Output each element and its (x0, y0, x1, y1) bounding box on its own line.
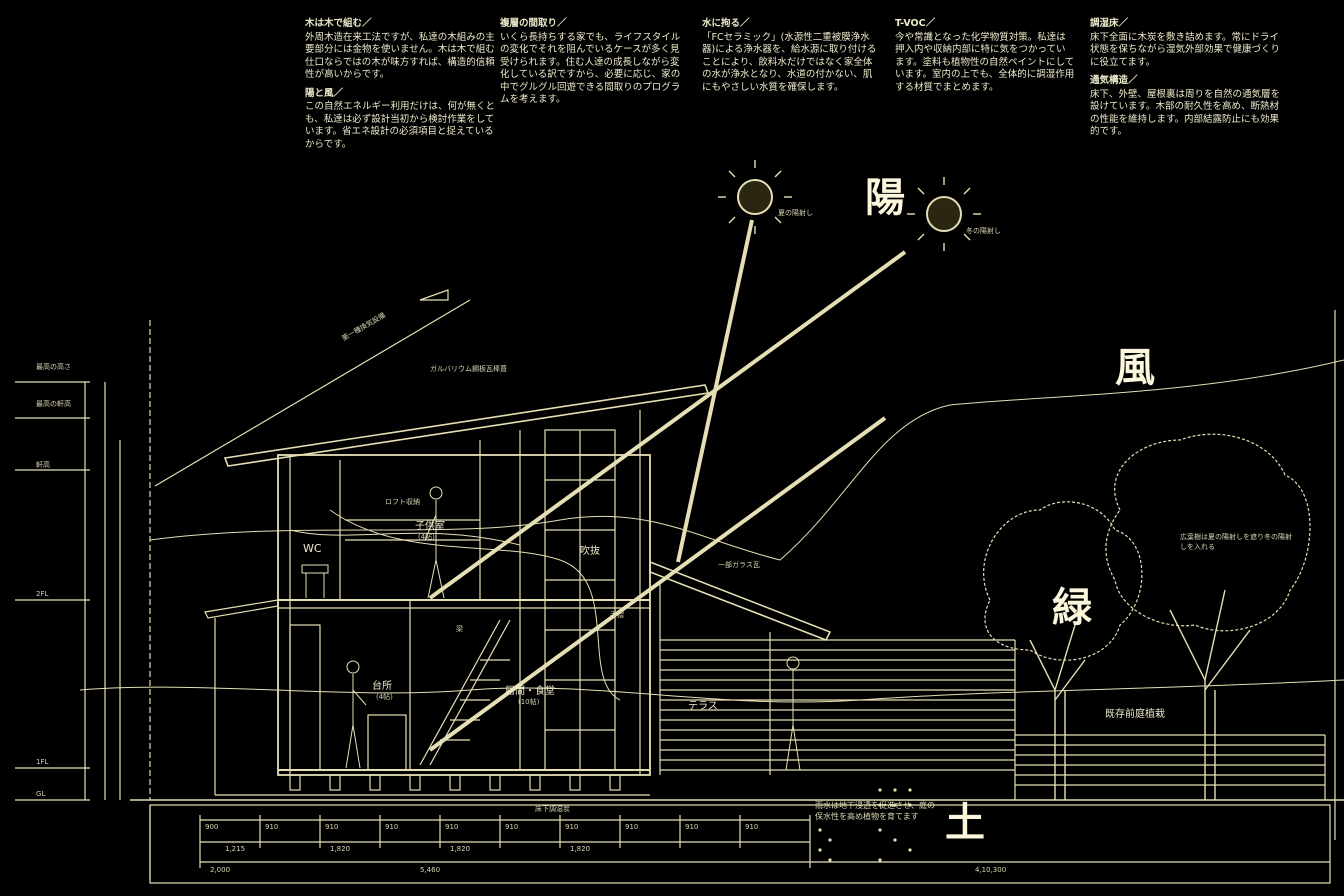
dim-mid-3: 1,820 (570, 845, 591, 853)
kanji-green: 緑 (1052, 584, 1092, 631)
note-wood-joinery: 木は木で組む／ 外周木造在来工法ですが、私達の木組みの主要部分には金物を使いませ… (305, 18, 495, 157)
note-heading: 木は木で組む／ (305, 18, 372, 29)
rain-dots (818, 788, 912, 862)
note-heading: 通気構造／ (1090, 75, 1138, 86)
kanji-sun: 陽 (865, 174, 905, 221)
dim-ticks (199, 815, 811, 868)
level-2fl: 2FL (36, 590, 49, 598)
glass-roof-note: 一部ガラス瓦 (718, 561, 760, 569)
winter-sun-icon (907, 177, 981, 251)
note-heading: 複層の間取り／ (500, 18, 567, 29)
room-kitchen: 台所 (372, 681, 392, 692)
dim-upper-3: 910 (385, 823, 399, 831)
room-kitchen-size: (4帖) (376, 693, 393, 701)
level-eave: 最高の軒高 (36, 400, 71, 408)
level-ridge: 最高の高さ (36, 363, 71, 371)
note-water: 水に拘る／ 「FCセラミック」(水源性二重被膜浄水器)による浄水器を、給水源に取… (702, 18, 877, 100)
summer-sun-label: 夏の陽射し (778, 209, 813, 217)
dim-lower-1: 5,460 (420, 866, 441, 874)
note-body: この自然エネルギー利用だけは、何が無くとも、私達は必ず設計当初から検討作業をして… (305, 101, 496, 150)
floor-joists (289, 774, 621, 791)
roof-finish-note: ガルバリウム鋼板瓦棒葺 (430, 365, 507, 373)
note-humidity-floor: 調湿床／ 床下全面に木炭を敷き詰めます。常にドライ状態を保ちながら湿気外部効果で… (1090, 18, 1280, 145)
hedge-label: 既存前庭植栽 (1105, 709, 1165, 720)
note-body: 床下、外壁、屋根裏は周りを自然の通気層を設けています。木部の耐久性を高め、断熱材… (1090, 88, 1281, 138)
level-roof: 軒高 (36, 461, 50, 469)
terrace-fence (660, 639, 1326, 800)
note-heading: 陽と風／ (305, 87, 344, 99)
annex-roof (204, 599, 279, 619)
note-body: いくら長持ちする家でも、ライフスタイルの変化でそれを阻んでいるケースが多く見受け… (500, 31, 681, 106)
rain-note: 雨水は地下浸透を促進させ、庭の保水性を高め植物を育てます (815, 801, 935, 821)
dim-mid-0: 1,215 (225, 845, 246, 853)
note-floor-plan: 複層の間取り／ いくら長持ちする家でも、ライフスタイルの変化でそれを阻んでいるケ… (500, 18, 685, 113)
tree-trunks (1029, 589, 1251, 800)
dim-upper-4: 910 (445, 823, 459, 831)
dim-upper-7: 910 (625, 823, 639, 831)
dim-lower-2: 4,10,300 (975, 866, 1007, 874)
room-study: 子供室 (415, 521, 445, 532)
underfloor-note: 床下調湿炭 (535, 805, 570, 813)
wc-fixture (301, 564, 329, 598)
note-heading: T-VOC／ (895, 18, 936, 29)
room-terrace: テラス (688, 701, 718, 712)
note-body: 今や常識となった化学物質対策。私達は押入内や収納内部に特に気をつかっています。塗… (895, 31, 1075, 93)
sun-rays (428, 219, 907, 752)
handrail-note: 手摺 (610, 611, 624, 619)
winter-sun-label: 冬の陽射し (966, 227, 1001, 235)
building-frame (277, 454, 651, 776)
roof-pitch-mark (419, 289, 449, 301)
terrace-roof (649, 560, 832, 642)
human-figure-kitchen (345, 660, 367, 769)
dim-mid-2: 1,820 (450, 845, 471, 853)
room-study-size: (4帖) (418, 533, 435, 541)
dim-upper-1: 910 (265, 823, 279, 831)
dim-upper-6: 910 (565, 823, 579, 831)
main-roof (223, 384, 710, 467)
room-wc: WC (303, 542, 322, 555)
note-body: 床下全面に木炭を敷き詰めます。常にドライ状態を保ちながら湿気外部効果で健康づくり… (1090, 31, 1281, 68)
room-living: 居間・食堂 (505, 686, 555, 697)
tree-canopies (983, 433, 1311, 661)
summer-sun-icon (718, 160, 792, 234)
dim-lower-0: 2,000 (210, 866, 231, 874)
dim-upper-2: 910 (325, 823, 339, 831)
note-heading: 水に拘る／ (702, 18, 750, 29)
level-1fl: 1FL (36, 758, 49, 766)
foundation-frame (149, 804, 1331, 884)
human-figure-terrace (785, 656, 801, 771)
dim-upper-5: 910 (505, 823, 519, 831)
note-body: 「FCセラミック」(水源性二重被膜浄水器)による浄水器を、給水源に取り付けること… (702, 31, 877, 93)
dim-upper-8: 910 (685, 823, 699, 831)
kanji-wind: 風 (1115, 344, 1155, 391)
dim-upper-9: 910 (745, 823, 759, 831)
human-figure-upper (424, 486, 445, 599)
kanji-earth: 土 (945, 799, 985, 846)
wind-flow (79, 359, 1344, 703)
note-body: 外周木造在来工法ですが、私達の木組みの主要部分には金物を使いません。木は木で組む… (305, 31, 495, 81)
sun-angle-line-left (154, 299, 471, 487)
note-heading: 調湿床／ (1090, 18, 1129, 29)
loft-note: ロフト収納 (385, 498, 420, 506)
tree-note: 広葉樹は夏の陽射しを遮り冬の陽射しを入れる (1180, 533, 1292, 551)
dim-upper-0: 900 (205, 823, 219, 831)
level-gl: GL (36, 790, 46, 798)
room-fukinuke: 吹抜 (580, 546, 600, 557)
dim-mid-1: 1,820 (330, 845, 351, 853)
note-tvoc: T-VOC／ 今や常識となった化学物質対策。私達は押入内や収納内部に特に気をつか… (895, 18, 1075, 100)
beam-note: 梁 (456, 625, 463, 633)
room-living-size: (10帖) (518, 698, 540, 706)
